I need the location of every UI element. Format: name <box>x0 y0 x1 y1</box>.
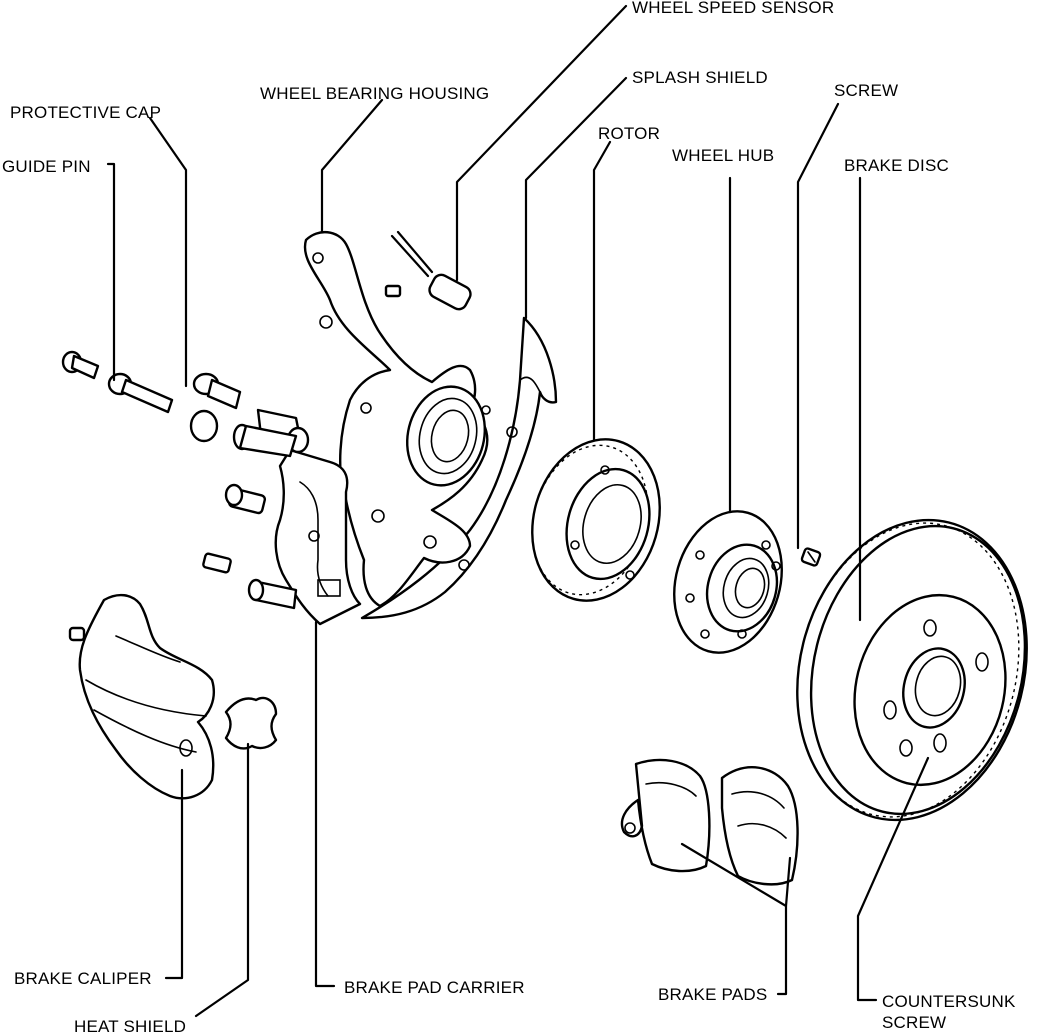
label-rotor: ROTOR <box>598 124 660 143</box>
rotor-part <box>531 438 661 602</box>
leader-screw <box>796 102 840 550</box>
brake-caliper-part <box>68 593 215 800</box>
brake-disc-part <box>796 518 1028 822</box>
leader-heat-shield <box>194 742 250 1018</box>
label-wheel-hub: WHEEL HUB <box>672 146 774 165</box>
label-guide-pin: GUIDE PIN <box>2 157 91 176</box>
leader-brake-pad-carrier <box>314 620 336 988</box>
protective-cap-part <box>189 372 267 574</box>
label-countersunk-line2: SCREW <box>882 1013 946 1032</box>
leader-brake-pads <box>680 842 788 996</box>
label-brake-pads: BRAKE PADS <box>658 985 767 1004</box>
leader-brake-pads-2 <box>784 856 792 908</box>
leader-protective-cap <box>148 116 188 388</box>
label-screw: SCREW <box>834 81 898 100</box>
brake-pads-part <box>620 758 799 886</box>
small-screw-part <box>800 547 822 567</box>
leader-brake-caliper <box>164 768 184 980</box>
leader-guide-pin <box>106 162 116 382</box>
label-brake-caliper: BRAKE CALIPER <box>14 969 152 988</box>
wheel-hub-part <box>673 510 783 654</box>
leader-wheel-bearing-housing <box>320 98 384 234</box>
leader-lines <box>106 4 930 1018</box>
leader-splash-shield <box>524 76 628 320</box>
leader-rotor <box>592 140 612 442</box>
guide-pin-part <box>61 350 174 414</box>
label-protective-cap: PROTECTIVE CAP <box>10 103 161 122</box>
label-splash-shield: SPLASH SHIELD <box>632 68 768 87</box>
wheel-bearing-housing-part <box>303 231 491 608</box>
leader-countersunk-screw <box>856 756 930 1002</box>
brake-pad-carrier-part <box>232 408 362 626</box>
label-heat-shield: HEAT SHIELD <box>74 1017 186 1034</box>
label-wheel-bearing-housing: WHEEL BEARING HOUSING <box>260 84 489 103</box>
labels: WHEEL SPEED SENSOR SPLASH SHIELD WHEEL B… <box>2 0 1016 1034</box>
heat-shield-part <box>224 696 278 750</box>
label-brake-disc: BRAKE DISC <box>844 156 949 175</box>
label-brake-pad-carrier: BRAKE PAD CARRIER <box>344 978 525 997</box>
wheel-speed-sensor-part <box>384 230 472 311</box>
label-countersunk-line1: COUNTERSUNK <box>882 992 1016 1011</box>
leader-wheel-speed-sensor <box>455 4 628 282</box>
label-wheel-speed-sensor: WHEEL SPEED SENSOR <box>632 0 834 17</box>
